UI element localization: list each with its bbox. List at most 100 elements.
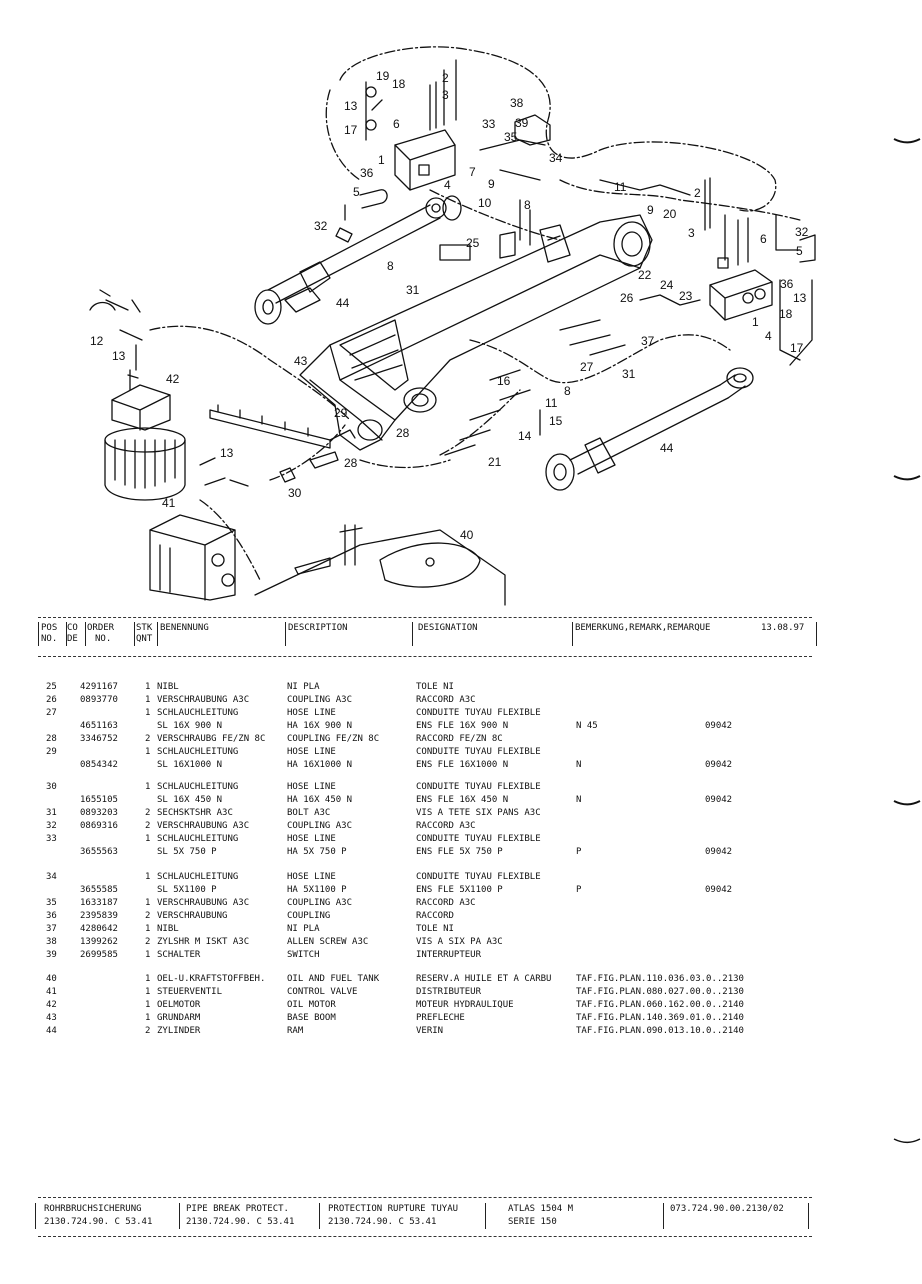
description-english: HOSE LINE [287, 834, 336, 844]
order-number: 3346752 [80, 734, 118, 744]
order-number: 4651163 [80, 721, 118, 731]
designation-french: ENS FLE 5X 750 P [416, 847, 503, 857]
order-number: 3655585 [80, 885, 118, 895]
description-english: HOSE LINE [287, 708, 336, 718]
benennung-german: SCHLAUCHLEITUNG [157, 747, 239, 757]
footer-doc-number: 073.724.90.00.2130/02 [670, 1204, 784, 1214]
order-number: 1399262 [80, 937, 118, 947]
description-english: OIL MOTOR [287, 1000, 336, 1010]
description-english: HA 16X 900 N [287, 721, 353, 731]
callout-label: 23 [679, 289, 693, 303]
designation-french: VIS A SIX PA A3C [416, 937, 503, 947]
quantity: 1 [145, 950, 151, 960]
description-english: BOLT A3C [287, 808, 331, 818]
benennung-german: ZYLSHR M ISKT A3C [157, 937, 250, 947]
order-number: 2395839 [80, 911, 118, 921]
footer-divider [485, 1203, 486, 1229]
benennung-german: ZYLINDER [157, 1026, 201, 1036]
order-number: 3655563 [80, 847, 118, 857]
pos-number: 28 [46, 734, 57, 744]
callout-label: 21 [488, 455, 502, 469]
benennung-german: VERSCHRAUBUNG [157, 911, 228, 921]
designation-french: VERIN [416, 1026, 444, 1036]
footer-model: ATLAS 1504 M [508, 1204, 574, 1214]
callout-label: 32 [795, 225, 809, 239]
callout-label: 5 [796, 244, 803, 258]
pos-number: 42 [46, 1000, 57, 1010]
callout-label: 22 [638, 268, 652, 282]
callout-label: 36 [780, 277, 794, 291]
order-number: 4280642 [80, 924, 118, 934]
header-divider [66, 622, 67, 646]
callout-label: 13 [793, 291, 807, 305]
benennung-german: GRUNDARM [157, 1013, 201, 1023]
callout-label: 29 [334, 406, 348, 420]
quantity: 2 [145, 734, 151, 744]
quantity: 2 [145, 1026, 151, 1036]
header-divider [85, 622, 86, 646]
footer-title-en: PIPE BREAK PROTECT. [186, 1204, 289, 1214]
quantity: 2 [145, 821, 151, 831]
quantity: 1 [145, 974, 151, 984]
benennung-german: STEUERVENTIL [157, 987, 223, 997]
pos-number: 43 [46, 1013, 57, 1023]
callout-label: 37 [641, 334, 655, 348]
order-number: 0869316 [80, 821, 118, 831]
benennung-german: SCHLAUCHLEITUNG [157, 834, 239, 844]
designation-french: RACCORD A3C [416, 898, 476, 908]
description-english: HA 16X 450 N [287, 795, 353, 805]
pos-number: 39 [46, 950, 57, 960]
description-english: HA 5X1100 P [287, 885, 347, 895]
callout-label: 35 [504, 130, 518, 144]
pos-number: 33 [46, 834, 57, 844]
pos-number: 44 [46, 1026, 57, 1036]
description-english: HOSE LINE [287, 782, 336, 792]
pos-number: 38 [46, 937, 57, 947]
quantity: 1 [145, 782, 151, 792]
footer-rule-top [38, 1197, 812, 1198]
description-english: HOSE LINE [287, 747, 336, 757]
footer-title-de: ROHRBRUCHSICHERUNG [44, 1204, 142, 1214]
quantity: 1 [145, 1013, 151, 1023]
remark: TAF.FIG.PLAN.090.013.10.0..2140 [576, 1026, 744, 1036]
designation-french: INTERRUPTEUR [416, 950, 482, 960]
designation-french: RACCORD A3C [416, 821, 476, 831]
remark-code: 09042 [705, 721, 733, 731]
quantity: 1 [145, 834, 151, 844]
pos-number: 35 [46, 898, 57, 908]
remark-code: 09042 [705, 847, 733, 857]
description-english: OIL AND FUEL TANK [287, 974, 380, 984]
callout-label: 11 [545, 396, 558, 410]
order-number: 2699585 [80, 950, 118, 960]
pos-number: 26 [46, 695, 57, 705]
quantity: 1 [145, 1000, 151, 1010]
benennung-german: VERSCHRAUBUNG A3C [157, 695, 250, 705]
pos-number: 40 [46, 974, 57, 984]
description-english: NI PLA [287, 682, 320, 692]
designation-french: CONDUITE TUYAU FLEXIBLE [416, 872, 541, 882]
quantity: 2 [145, 808, 151, 818]
callout-label: 13 [220, 446, 234, 460]
benennung-german: NIBL [157, 924, 179, 934]
header-divider [816, 622, 817, 646]
benennung-german: SL 5X 750 P [157, 847, 217, 857]
remark: N [576, 795, 582, 805]
callout-label: 28 [344, 456, 358, 470]
quantity: 2 [145, 937, 151, 947]
description-english: HA 16X1000 N [287, 760, 353, 770]
